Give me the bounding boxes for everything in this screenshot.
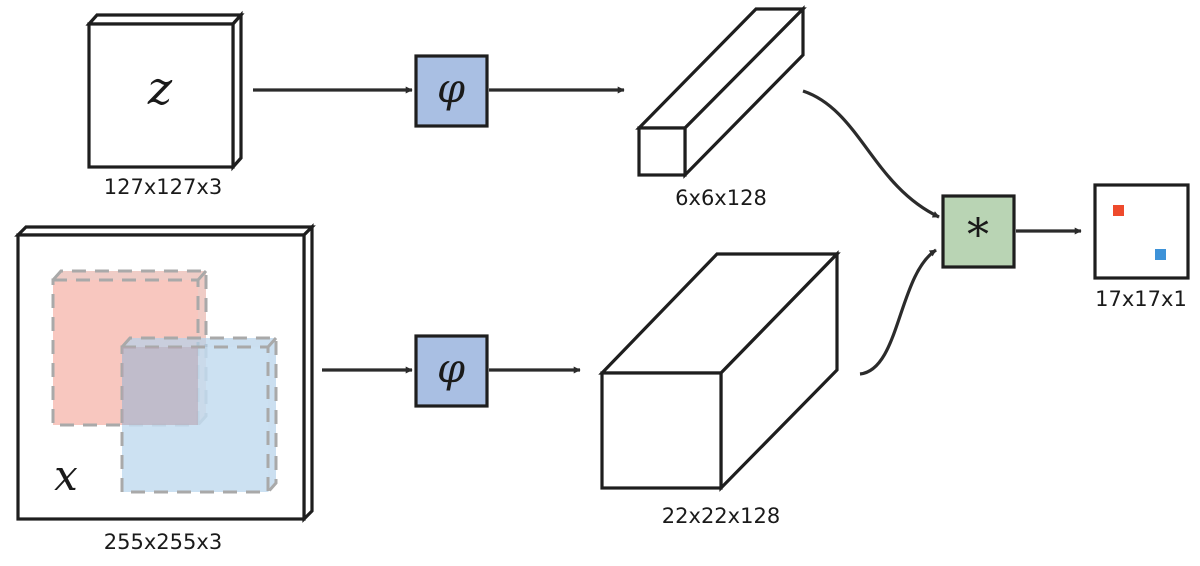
arrow-feature-top-to-correlation bbox=[802, 89, 940, 219]
exemplar-symbol: z bbox=[147, 61, 173, 115]
feature-map-bottom bbox=[598, 250, 841, 492]
correlation-symbol: * bbox=[967, 210, 989, 261]
feature-map-top bbox=[635, 5, 807, 179]
feature-top-dims-label: 6x6x128 bbox=[675, 186, 767, 210]
score-peak-blue bbox=[1155, 249, 1166, 260]
arrow-feature-bottom-to-correlation bbox=[859, 248, 937, 376]
search-dims-label: 255x255x3 bbox=[104, 530, 222, 554]
search-image: x bbox=[14, 223, 316, 523]
search-symbol: x bbox=[54, 451, 78, 500]
feature-bottom-dims-label: 22x22x128 bbox=[662, 504, 780, 528]
score-map-dims-label: 17x17x1 bbox=[1095, 287, 1187, 311]
phi-symbol-bottom: φ bbox=[437, 346, 465, 392]
region-overlap bbox=[122, 347, 198, 425]
exemplar-image: z bbox=[85, 10, 245, 172]
embedding-function-top: φ bbox=[414, 54, 489, 128]
phi-symbol-top: φ bbox=[437, 66, 465, 112]
score-peak-red bbox=[1113, 205, 1124, 216]
exemplar-dims-label: 127x127x3 bbox=[104, 175, 222, 199]
cross-correlation-op: * bbox=[941, 194, 1016, 269]
embedding-function-bottom: φ bbox=[414, 334, 489, 408]
score-map bbox=[1093, 183, 1190, 280]
